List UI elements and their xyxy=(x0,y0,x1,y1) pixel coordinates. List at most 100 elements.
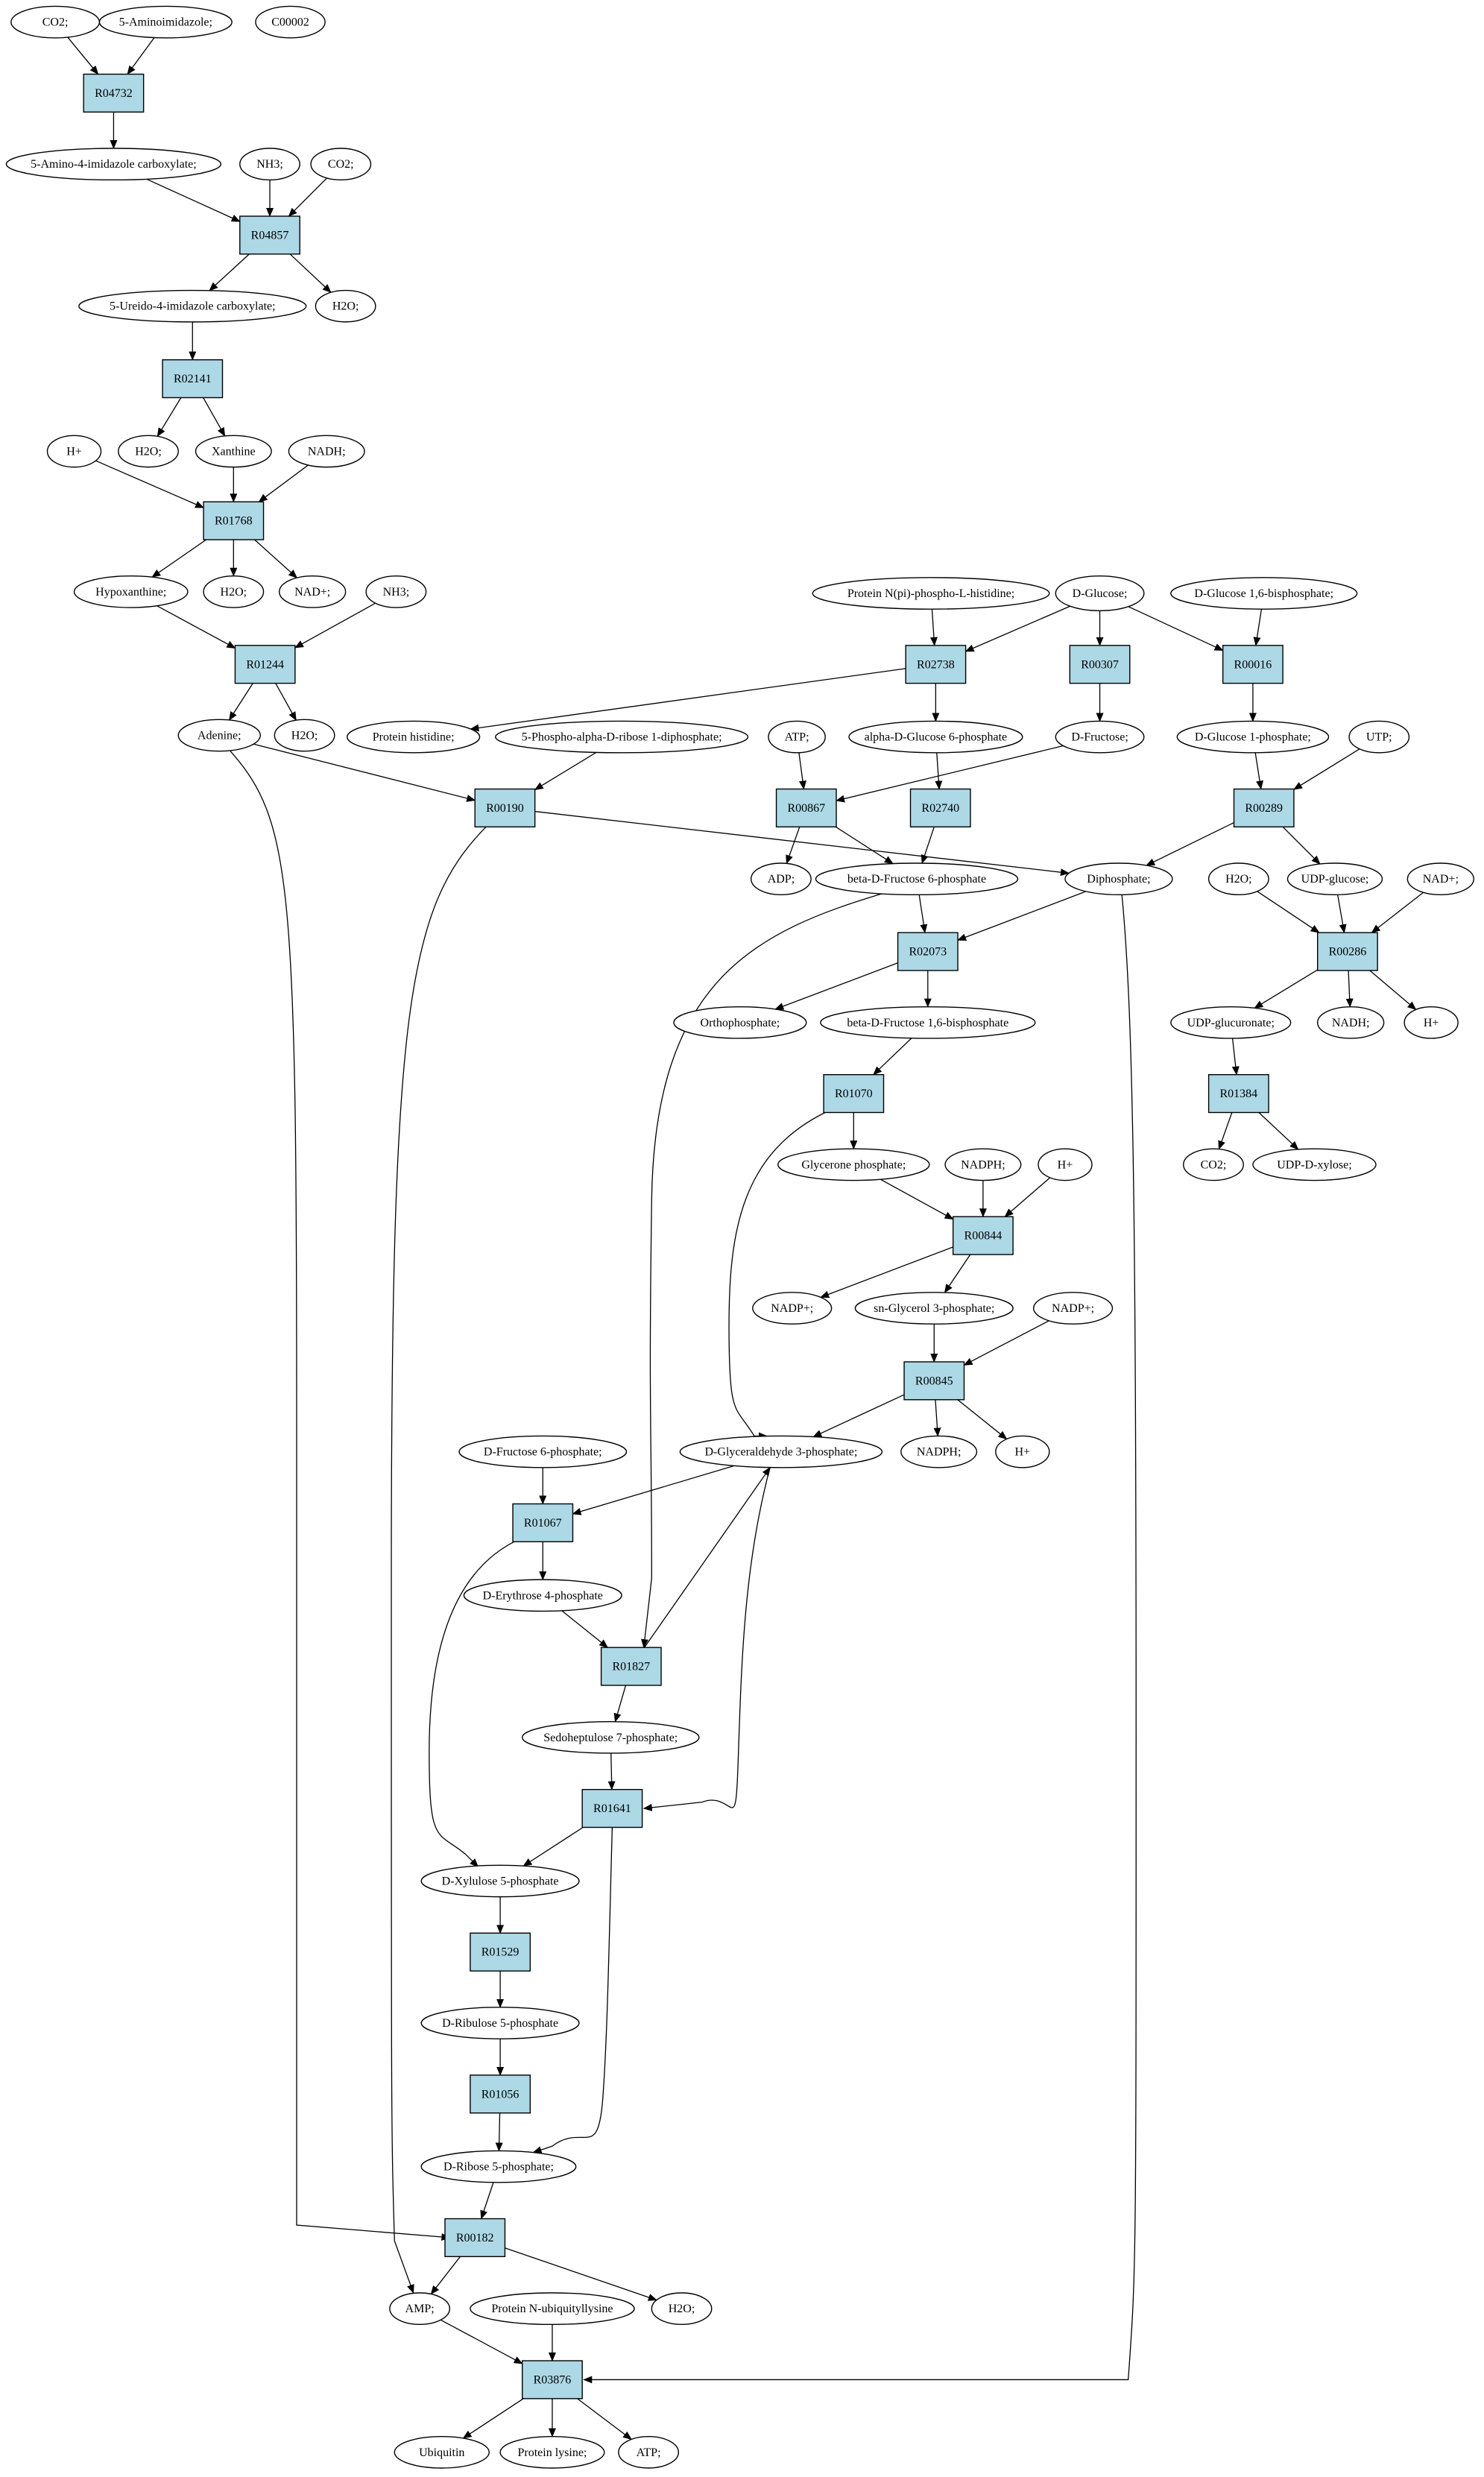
edge-c_udpglcur-to-r01384 xyxy=(1231,1038,1240,1076)
compound-node-c_dru5p[interactable]: D-Ribulose 5-phosphate xyxy=(420,2007,580,2039)
compound-node-c_bdf16bp[interactable]: beta-D-Fructose 1,6-bisphosphate xyxy=(820,1006,1036,1039)
reaction-node-r02073[interactable]: R02073 xyxy=(897,932,959,971)
compound-node-c_hypox[interactable]: Hypoxanthine; xyxy=(73,575,189,608)
compound-node-c_dx5p[interactable]: D-Xylulose 5-phosphate xyxy=(420,1864,580,1898)
compound-node-c_h2o_a[interactable]: H2O; xyxy=(315,289,376,323)
compound-node-c_nadp_d[interactable]: NADP+; xyxy=(1032,1292,1114,1325)
reaction-node-r00845[interactable]: R00845 xyxy=(903,1361,965,1401)
compound-node-c_nadph_a[interactable]: NADPH; xyxy=(944,1148,1022,1181)
compound-node-c_adp[interactable]: ADP; xyxy=(750,862,812,896)
compound-node-c_xanthine[interactable]: Xanthine xyxy=(195,435,272,468)
compound-node-c_co2_a[interactable]: CO2; xyxy=(10,5,101,39)
reaction-node-r00190[interactable]: R00190 xyxy=(474,788,536,828)
compound-node-c_utp[interactable]: UTP; xyxy=(1348,720,1410,754)
compound-label: ATP; xyxy=(637,2446,661,2459)
compound-node-c_s7p[interactable]: Sedoheptulose 7-phosphate; xyxy=(522,1720,700,1754)
compound-node-c_h_a[interactable]: H+ xyxy=(46,435,102,468)
reaction-node-r00844[interactable]: R00844 xyxy=(952,1216,1014,1255)
compound-node-c_atp_b[interactable]: ATP; xyxy=(618,2435,680,2469)
reaction-node-r01067[interactable]: R01067 xyxy=(512,1503,574,1543)
compound-label: sn-Glycerol 3-phosphate; xyxy=(874,1302,994,1315)
compound-node-c_prothis[interactable]: Protein histidine; xyxy=(347,720,481,754)
compound-node-c_5a4ic[interactable]: 5-Amino-4-imidazole carboxylate; xyxy=(5,148,222,181)
edge-r01384-to-c_udpxyl xyxy=(1258,1112,1299,1150)
reaction-node-r04732[interactable]: R04732 xyxy=(83,73,145,113)
compound-node-c_bdf6p[interactable]: beta-D-Fructose 6-phosphate xyxy=(815,862,1019,896)
compound-label: D-Glyceraldehyde 3-phosphate; xyxy=(705,1446,858,1459)
compound-label: Ubiquitin xyxy=(419,2446,464,2459)
compound-node-c_h2o_b[interactable]: H2O; xyxy=(118,435,179,468)
reaction-node-r01244[interactable]: R01244 xyxy=(234,645,296,684)
compound-node-c_nadp_c[interactable]: NADP+; xyxy=(752,1292,833,1325)
compound-node-c_dfru[interactable]: D-Fructose; xyxy=(1055,720,1145,754)
reaction-node-r03876[interactable]: R03876 xyxy=(522,2360,583,2399)
reaction-node-r02740[interactable]: R02740 xyxy=(909,788,971,828)
compound-node-c_amp[interactable]: AMP; xyxy=(389,2292,451,2326)
compound-node-c_nadph_b[interactable]: NADPH; xyxy=(900,1435,978,1468)
reaction-node-r01070[interactable]: R01070 xyxy=(823,1073,885,1114)
reaction-node-r02738[interactable]: R02738 xyxy=(905,645,967,684)
reaction-node-r00289[interactable]: R00289 xyxy=(1233,788,1295,828)
compound-node-c_h2o_f[interactable]: H2O; xyxy=(651,2292,713,2326)
compound-node-c_prpp[interactable]: 5-Phospho-alpha-D-ribose 1-diphosphate; xyxy=(495,720,749,754)
compound-node-c_dga3p[interactable]: D-Glyceraldehyde 3-phosphate; xyxy=(679,1435,883,1468)
compound-node-c_nadh_b[interactable]: NADH; xyxy=(1316,1006,1385,1039)
compound-node-c_dg1p[interactable]: D-Glucose 1-phosphate; xyxy=(1176,720,1330,754)
compound-node-c_udpglc[interactable]: UDP-glucose; xyxy=(1286,862,1383,896)
compound-node-c_5u4ic[interactable]: 5-Ureido-4-imidazole carboxylate; xyxy=(78,289,307,323)
reaction-node-r00286[interactable]: R00286 xyxy=(1316,932,1378,971)
compound-node-c_h_d[interactable]: H+ xyxy=(995,1435,1050,1468)
compound-node-c_h_c[interactable]: H+ xyxy=(1038,1148,1093,1181)
compound-node-c_glycp[interactable]: Glycerone phosphate; xyxy=(777,1148,930,1181)
compound-node-c_de4p[interactable]: D-Erythrose 4-phosphate xyxy=(463,1579,622,1612)
compound-node-c_h_b[interactable]: H+ xyxy=(1404,1006,1459,1039)
compound-label: AMP; xyxy=(405,2303,435,2315)
reaction-node-r01529[interactable]: R01529 xyxy=(470,1932,531,1972)
compound-node-c_h2o_d[interactable]: H2O; xyxy=(274,719,335,752)
compound-node-c_nadp_b[interactable]: NAD+; xyxy=(1406,862,1474,896)
compound-node-c_nadp_a[interactable]: NAD+; xyxy=(279,575,347,608)
compound-node-c_protlys[interactable]: Protein lysine; xyxy=(499,2435,605,2469)
compound-node-c_udpglcur[interactable]: UDP-glucuronate; xyxy=(1170,1006,1292,1039)
compound-ellipse xyxy=(1032,1292,1114,1325)
compound-node-c_h2o_e[interactable]: H2O; xyxy=(1207,862,1269,896)
compound-node-c_adg6p[interactable]: alpha-D-Glucose 6-phosphate xyxy=(848,720,1023,754)
compound-ellipse xyxy=(812,577,1050,610)
reaction-node-r00182[interactable]: R00182 xyxy=(444,2218,506,2258)
reaction-box xyxy=(1316,932,1378,971)
compound-node-c_orthop[interactable]: Orthophosphate; xyxy=(673,1006,807,1039)
compound-ellipse xyxy=(1348,720,1410,754)
reaction-box xyxy=(522,2360,583,2399)
compound-node-c_adenine[interactable]: Adenine; xyxy=(177,719,262,752)
compound-label: NADP+; xyxy=(771,1302,813,1315)
compound-node-c_5ai[interactable]: 5-Aminoimidazole; xyxy=(98,5,233,39)
compound-node-c_sng3p[interactable]: sn-Glycerol 3-phosphate; xyxy=(854,1292,1014,1325)
compound-node-c_c00002[interactable]: C00002 xyxy=(255,5,326,39)
compound-node-c_dglucose[interactable]: D-Glucose; xyxy=(1055,575,1145,611)
reaction-node-r04857[interactable]: R04857 xyxy=(239,215,300,255)
reaction-node-r01768[interactable]: R01768 xyxy=(203,501,265,540)
reaction-node-r00016[interactable]: R00016 xyxy=(1222,645,1283,684)
compound-node-c_pnphis[interactable]: Protein N(pi)-phospho-L-histidine; xyxy=(812,577,1050,610)
compound-node-c_h2o_c[interactable]: H2O; xyxy=(203,575,265,608)
compound-node-c_co2_b[interactable]: CO2; xyxy=(310,148,372,181)
compound-node-c_dg16bp[interactable]: D-Glucose 1,6-bisphosphate; xyxy=(1170,577,1358,610)
reaction-node-r01056[interactable]: R01056 xyxy=(470,2074,531,2114)
compound-node-c_pnub[interactable]: Protein N-ubiquityllysine xyxy=(470,2292,635,2326)
reaction-node-r00307[interactable]: R00307 xyxy=(1069,645,1131,684)
compound-node-c_nh3_a[interactable]: NH3; xyxy=(239,148,300,181)
compound-node-c_df6p[interactable]: D-Fructose 6-phosphate; xyxy=(458,1435,628,1468)
compound-node-c_nadh_a[interactable]: NADH; xyxy=(288,435,365,468)
compound-node-c_atp_a[interactable]: ATP; xyxy=(768,720,826,754)
compound-node-c_dipho[interactable]: Diphosphate; xyxy=(1064,862,1173,896)
reaction-node-r00867[interactable]: R00867 xyxy=(775,788,837,828)
compound-node-c_co2_c[interactable]: CO2; xyxy=(1183,1148,1244,1181)
reaction-node-r01641[interactable]: R01641 xyxy=(581,1788,643,1828)
compound-node-c_dr5p[interactable]: D-Ribose 5-phosphate; xyxy=(420,2150,577,2183)
reaction-node-r01384[interactable]: R01384 xyxy=(1207,1073,1269,1114)
compound-node-c_nh3_b[interactable]: NH3; xyxy=(365,575,427,608)
compound-node-c_udpxyl[interactable]: UDP-D-xylose; xyxy=(1252,1148,1377,1181)
reaction-node-r01827[interactable]: R01827 xyxy=(600,1647,662,1686)
reaction-node-r02141[interactable]: R02141 xyxy=(162,359,224,399)
compound-node-c_ubiq[interactable]: Ubiquitin xyxy=(394,2435,490,2469)
